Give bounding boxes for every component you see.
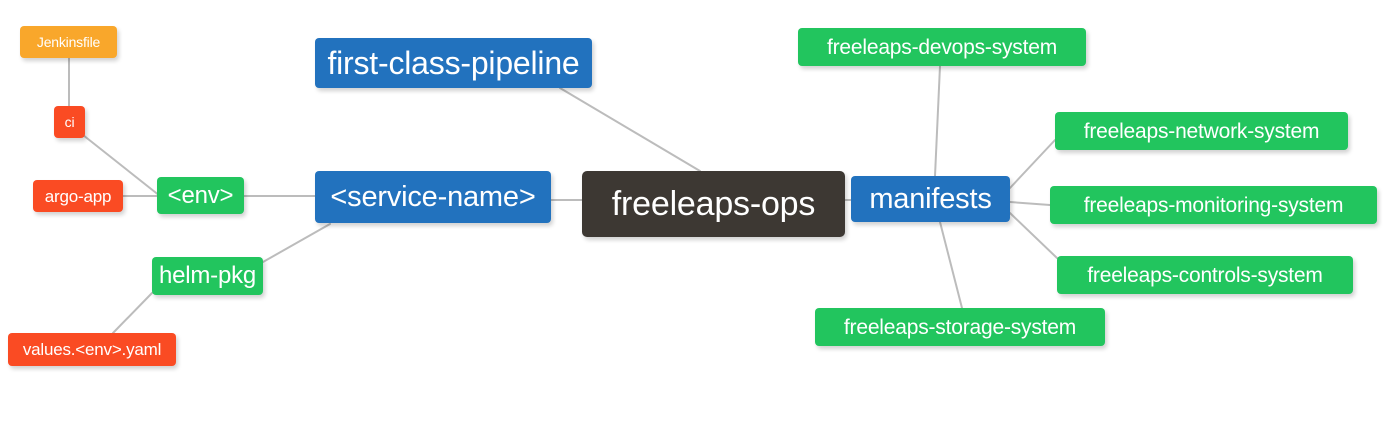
edge-manifests-to-freeleaps-devops-system [934, 65, 941, 177]
mindmap-node-manifests[interactable]: manifests [851, 176, 1010, 222]
mindmap-node-service-name[interactable]: <service-name> [315, 171, 551, 223]
mindmap-node-label: freeleaps-network-system [1083, 119, 1320, 143]
mindmap-node-label: <env> [167, 181, 234, 209]
mindmap-node-first-class-pipeline[interactable]: first-class-pipeline [315, 38, 592, 88]
mindmap-node-label: manifests [869, 182, 992, 215]
mindmap-node-label: Jenkinsfile [36, 34, 101, 50]
mindmap-node-freeleaps-ops[interactable]: freeleaps-ops [582, 171, 845, 237]
mindmap-node-values-yaml[interactable]: values.<env>.yaml [8, 333, 176, 366]
mindmap-node-label: freeleaps-devops-system [827, 35, 1057, 59]
mindmap-node-label: freeleaps-storage-system [843, 315, 1077, 339]
mindmap-node-env[interactable]: <env> [157, 177, 244, 214]
mindmap-node-freeleaps-devops-system[interactable]: freeleaps-devops-system [798, 28, 1086, 66]
mindmap-node-label: first-class-pipeline [327, 45, 580, 81]
mindmap-node-helm-pkg[interactable]: helm-pkg [152, 257, 263, 295]
mindmap-node-freeleaps-network-system[interactable]: freeleaps-network-system [1055, 112, 1348, 150]
mindmap-node-argo-app[interactable]: argo-app [33, 180, 123, 212]
mindmap-node-label: argo-app [44, 186, 112, 206]
mindmap-node-jenkinsfile[interactable]: Jenkinsfile [20, 26, 117, 58]
mindmap-node-label: ci [64, 114, 75, 130]
mindmap-node-label: <service-name> [330, 180, 536, 213]
mindmap-node-label: values.<env>.yaml [22, 340, 162, 359]
edge-values-yaml-to-helm-pkg [112, 292, 153, 334]
edge-helm-pkg-to-service-name [262, 223, 331, 263]
mindmap-node-ci[interactable]: ci [54, 106, 85, 138]
edge-first-class-pipeline-to-freeleaps-ops [559, 87, 701, 172]
edge-manifests-to-freeleaps-storage-system [939, 221, 963, 309]
mindmap-node-label: freeleaps-controls-system [1087, 263, 1323, 287]
edge-manifests-to-freeleaps-monitoring-system [1009, 201, 1051, 206]
mindmap-node-label: helm-pkg [158, 262, 257, 289]
mindmap-node-freeleaps-monitoring-system[interactable]: freeleaps-monitoring-system [1050, 186, 1377, 224]
mindmap-node-label: freeleaps-monitoring-system [1083, 193, 1344, 217]
mindmap-node-label: freeleaps-ops [611, 185, 816, 223]
mindmap-node-freeleaps-storage-system[interactable]: freeleaps-storage-system [815, 308, 1105, 346]
mindmap-node-freeleaps-controls-system[interactable]: freeleaps-controls-system [1057, 256, 1353, 294]
edge-manifests-to-freeleaps-network-system [1009, 139, 1056, 189]
